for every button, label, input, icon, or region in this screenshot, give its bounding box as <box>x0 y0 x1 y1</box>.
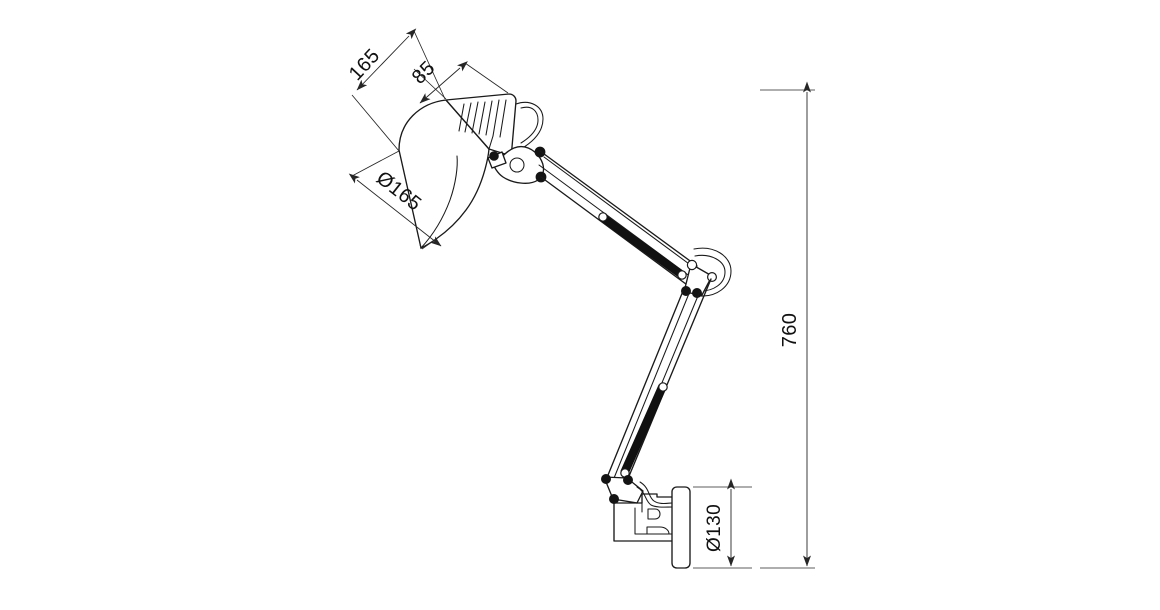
wall-bracket <box>601 473 673 542</box>
dimension-label-760: 760 <box>779 313 801 348</box>
lower-spring <box>620 382 668 478</box>
elbow-joint <box>681 247 732 298</box>
dimension-base-diameter: Ø130 <box>693 478 752 569</box>
vent-slots <box>458 99 507 138</box>
dimension-label-diameter-130: Ø130 <box>704 504 725 552</box>
head-joint <box>487 101 547 184</box>
dimension-overall-height: 760 <box>760 81 815 569</box>
wall-plate <box>671 486 691 569</box>
upper-spring <box>598 212 687 280</box>
